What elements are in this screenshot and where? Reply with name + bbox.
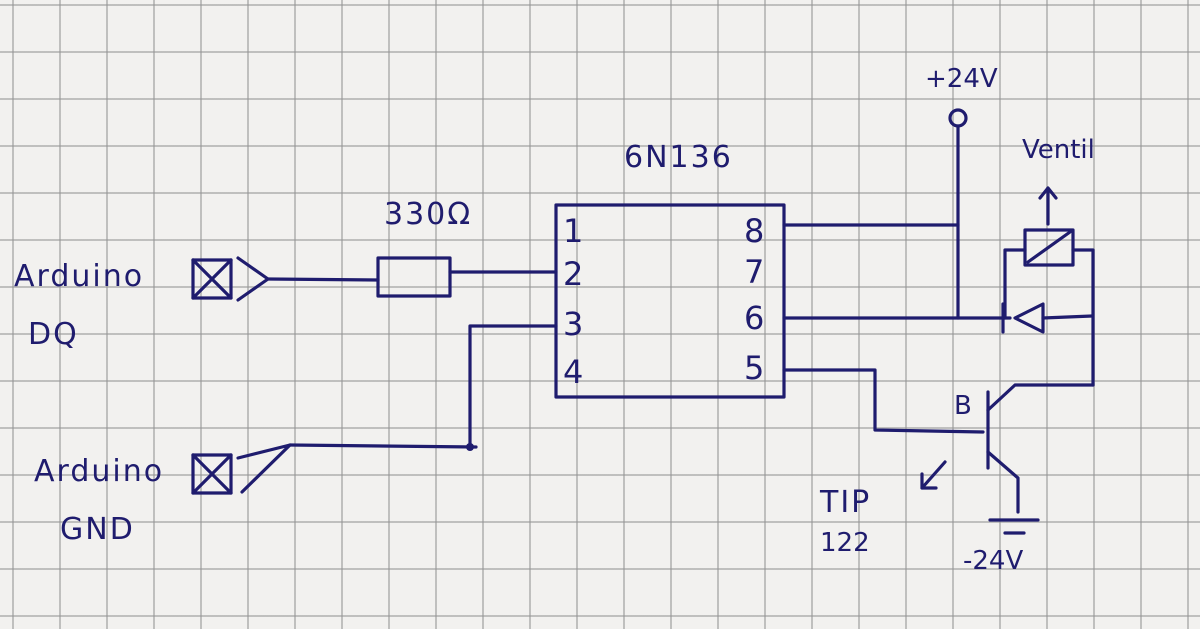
base-label: B — [954, 391, 972, 421]
arduino-dq-label: Arduino — [14, 259, 145, 294]
resistor-label: 330Ω — [384, 197, 473, 232]
arduino-gnd-sub-label: GND — [60, 512, 135, 547]
wire-dq — [266, 277, 380, 282]
chip-label: 6N136 — [624, 140, 733, 175]
arduino-dq-sub-label: DQ — [28, 317, 79, 352]
transistor-tip122 — [920, 383, 1095, 535]
pin-2: 2 — [563, 255, 584, 293]
arduino-dq-connector — [191, 256, 270, 302]
ic-body — [554, 203, 786, 399]
supply-positive-label: +24V — [925, 64, 998, 94]
supply-terminal — [948, 108, 968, 128]
pin-7: 7 — [744, 253, 765, 291]
valve-label: Ventil — [1022, 135, 1095, 165]
transistor-number-label: 122 — [820, 528, 870, 558]
valve-coil — [1003, 186, 1095, 387]
freewheel-diode — [1001, 302, 1094, 334]
pin-4: 4 — [563, 353, 584, 391]
pin-5: 5 — [744, 349, 765, 387]
supply-negative-label: -24V — [963, 546, 1024, 576]
pin-1: 1 — [563, 212, 584, 250]
wire-pin5-base — [782, 368, 985, 434]
resistor-symbol — [376, 256, 452, 298]
transistor-name-label: TIP — [820, 485, 872, 520]
pin-6: 6 — [744, 299, 765, 337]
wire-pin3-gnd — [468, 324, 558, 449]
pin-8: 8 — [744, 212, 765, 250]
arduino-gnd-connector — [191, 443, 292, 495]
wire-gnd — [288, 443, 478, 449]
pin-3: 3 — [563, 305, 584, 343]
arduino-gnd-label: Arduino — [34, 454, 165, 489]
